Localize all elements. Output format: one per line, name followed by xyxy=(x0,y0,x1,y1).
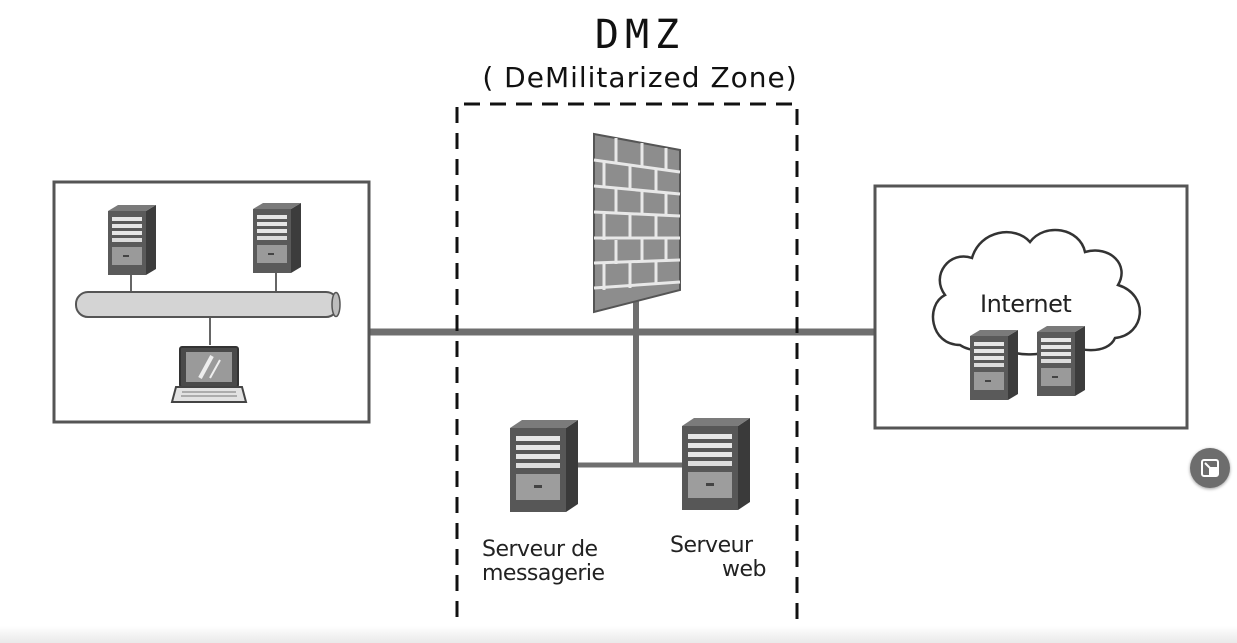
server-tower-icon xyxy=(253,203,301,273)
internal-network-box xyxy=(52,180,371,424)
internet-label: Internet xyxy=(980,290,1072,318)
mail-server-label-line2: messagerie xyxy=(482,561,605,586)
web-server-label-line1: Serveur xyxy=(670,533,753,558)
server-tower-icon xyxy=(970,330,1018,400)
mail-server-icon xyxy=(510,420,578,512)
web-server-icon xyxy=(682,418,750,510)
bottom-bar xyxy=(0,626,1237,643)
internet-box xyxy=(873,184,1189,430)
expand-icon xyxy=(1201,459,1219,477)
mail-server-label: Serveur de messagerie xyxy=(482,538,605,586)
firewall-brick-wall-icon xyxy=(593,132,681,314)
network-links xyxy=(370,300,876,468)
dmz-zone xyxy=(455,102,799,643)
expand-button[interactable] xyxy=(1190,448,1230,488)
web-server-label-line2: web xyxy=(722,557,767,582)
network-bus xyxy=(75,291,341,318)
server-tower-icon xyxy=(1037,326,1085,396)
laptop-icon xyxy=(170,346,248,403)
web-server-label: Serveur web xyxy=(670,533,767,582)
diagram-title: DMZ xyxy=(594,12,686,58)
diagram-subtitle: ( DeMilitarized Zone) xyxy=(482,61,798,94)
mail-server-label-line1: Serveur de xyxy=(482,537,598,562)
diagram-title-block: DMZ ( DeMilitarized Zone) xyxy=(430,10,850,96)
server-tower-icon xyxy=(108,205,156,275)
